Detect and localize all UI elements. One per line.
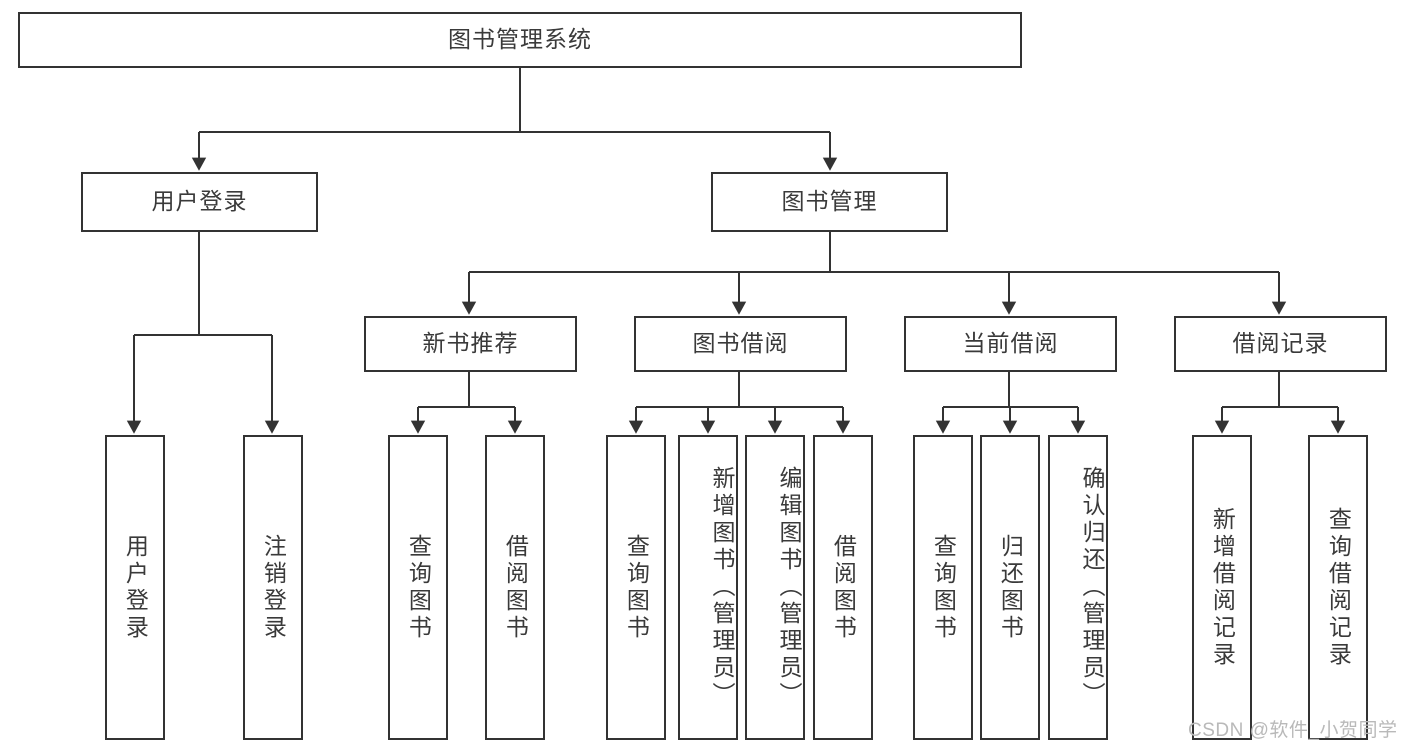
edge-group-book-manage — [461, 232, 1287, 315]
node-borrow-record-label: 借阅记录 — [1232, 330, 1329, 357]
node-new-book-recommend[interactable]: 新书推荐 — [364, 316, 577, 372]
edge-group-new-book-recommend — [410, 372, 523, 434]
node-new-book-recommend-label: 新书推荐 — [422, 330, 519, 357]
edge-group-book-borrow — [628, 372, 851, 434]
node-book-manage-label: 图书管理 — [781, 188, 878, 215]
node-leaf-query-book-3-label: 查询图书 — [930, 533, 957, 642]
node-leaf-confirm-return-label: 确认归还（管理员） — [1079, 466, 1105, 709]
node-leaf-query-book-1-label: 查询图书 — [405, 533, 432, 642]
edge-group-root — [191, 68, 838, 171]
node-book-manage[interactable]: 图书管理 — [711, 172, 948, 232]
node-current-borrow[interactable]: 当前借阅 — [904, 316, 1117, 372]
edge-group-current-borrow — [935, 372, 1086, 434]
node-current-borrow-label: 当前借阅 — [962, 330, 1059, 357]
node-leaf-add-record[interactable]: 新增借阅记录 — [1192, 435, 1252, 740]
node-leaf-add-book-admin-label: 新增图书（管理员） — [709, 466, 735, 709]
node-leaf-return-book-label: 归还图书 — [997, 533, 1024, 642]
node-borrow-record[interactable]: 借阅记录 — [1174, 316, 1387, 372]
node-leaf-borrow-book-1[interactable]: 借阅图书 — [485, 435, 545, 740]
node-leaf-borrow-book-2-label: 借阅图书 — [830, 533, 857, 642]
node-root[interactable]: 图书管理系统 — [18, 12, 1022, 68]
node-leaf-edit-book-admin-label: 编辑图书（管理员） — [776, 466, 802, 709]
node-book-borrow-label: 图书借阅 — [692, 330, 789, 357]
node-leaf-user-login-label: 用户登录 — [122, 533, 149, 642]
node-root-label: 图书管理系统 — [448, 26, 592, 53]
node-leaf-return-book[interactable]: 归还图书 — [980, 435, 1040, 740]
node-leaf-add-record-label: 新增借阅记录 — [1209, 506, 1236, 669]
node-book-borrow[interactable]: 图书借阅 — [634, 316, 847, 372]
node-leaf-query-book-1[interactable]: 查询图书 — [388, 435, 448, 740]
node-leaf-query-record[interactable]: 查询借阅记录 — [1308, 435, 1368, 740]
node-user-login[interactable]: 用户登录 — [81, 172, 318, 232]
edge-group-user-login — [126, 232, 280, 434]
node-leaf-user-logout-label: 注销登录 — [260, 533, 287, 642]
node-leaf-query-book-3[interactable]: 查询图书 — [913, 435, 973, 740]
node-leaf-add-book-admin[interactable]: 新增图书（管理员） — [678, 435, 738, 740]
node-leaf-edit-book-admin[interactable]: 编辑图书（管理员） — [745, 435, 805, 740]
node-leaf-query-book-2[interactable]: 查询图书 — [606, 435, 666, 740]
node-leaf-query-book-2-label: 查询图书 — [623, 533, 650, 642]
node-leaf-user-logout[interactable]: 注销登录 — [243, 435, 303, 740]
csdn-watermark: CSDN @软件_小贺同学 — [1188, 720, 1398, 741]
node-leaf-borrow-book-2[interactable]: 借阅图书 — [813, 435, 873, 740]
node-leaf-user-login[interactable]: 用户登录 — [105, 435, 165, 740]
node-leaf-query-record-label: 查询借阅记录 — [1325, 506, 1352, 669]
edge-group-borrow-record — [1214, 372, 1346, 434]
node-user-login-label: 用户登录 — [151, 188, 248, 215]
node-leaf-borrow-book-1-label: 借阅图书 — [502, 533, 529, 642]
node-leaf-confirm-return[interactable]: 确认归还（管理员） — [1048, 435, 1108, 740]
